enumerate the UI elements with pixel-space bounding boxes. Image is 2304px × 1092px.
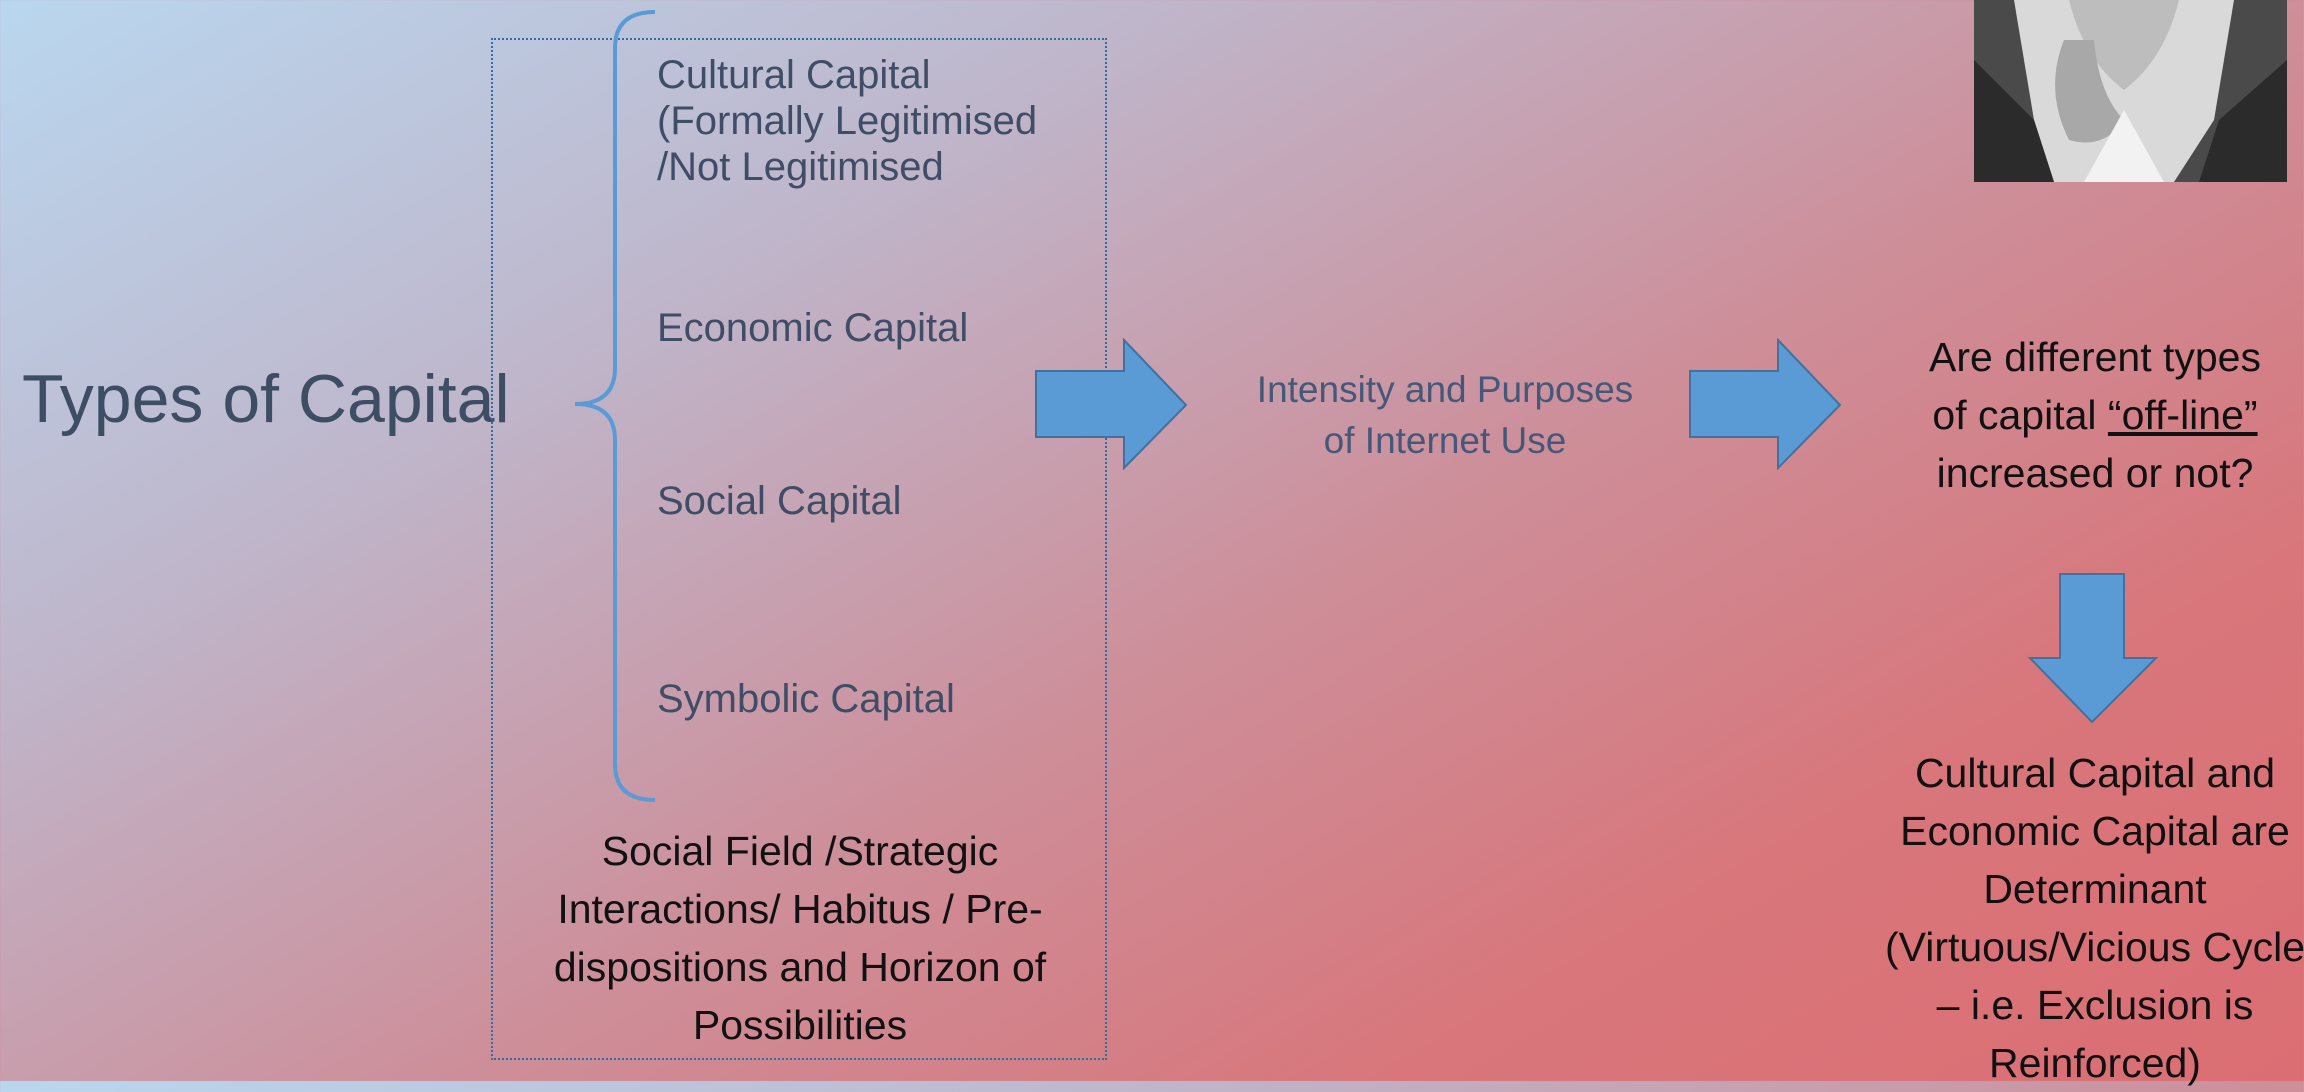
question-line-1: Are different types xyxy=(1929,334,2261,380)
down-arrow-icon xyxy=(2028,573,2158,724)
question-line-2: of capital “off-line” xyxy=(1880,386,2304,444)
right-arrow-icon xyxy=(1035,338,1188,471)
internet-use-line-1: Intensity and Purposes xyxy=(1256,369,1634,410)
cultural-capital-item: Cultural Capital (Formally Legitimised /… xyxy=(657,52,1037,190)
internet-use-text: Intensity and Purposes of Internet Use xyxy=(1220,364,1670,466)
conclusion-text: Cultural Capital and Economic Capital ar… xyxy=(1884,750,2304,1086)
question-line-2-prefix: of capital xyxy=(1932,392,2108,438)
cultural-capital-line-3: /Not Legitimised xyxy=(657,145,944,189)
curly-brace-icon xyxy=(574,10,656,802)
offline-question: Are different types of capital “off-line… xyxy=(1880,328,2304,502)
cultural-capital-line-1: Cultural Capital xyxy=(657,53,931,97)
capital-dotted-box xyxy=(491,38,1107,1060)
internet-use-line-2: of Internet Use xyxy=(1323,420,1567,461)
right-arrow-icon xyxy=(1689,338,1842,471)
social-field-text: Social Field /Strategic Interactions/ Ha… xyxy=(553,828,1047,1048)
portrait-photo xyxy=(1974,0,2287,182)
economic-capital-item: Economic Capital xyxy=(657,306,969,350)
symbolic-capital-item: Symbolic Capital xyxy=(657,677,955,721)
cultural-capital-line-2: (Formally Legitimised xyxy=(657,99,1038,143)
offline-underlined: “off-line” xyxy=(2107,392,2258,438)
social-capital-item: Social Capital xyxy=(657,479,902,523)
question-line-3: increased or not? xyxy=(1936,450,2254,496)
diagram-title: Types of Capital xyxy=(22,361,510,437)
